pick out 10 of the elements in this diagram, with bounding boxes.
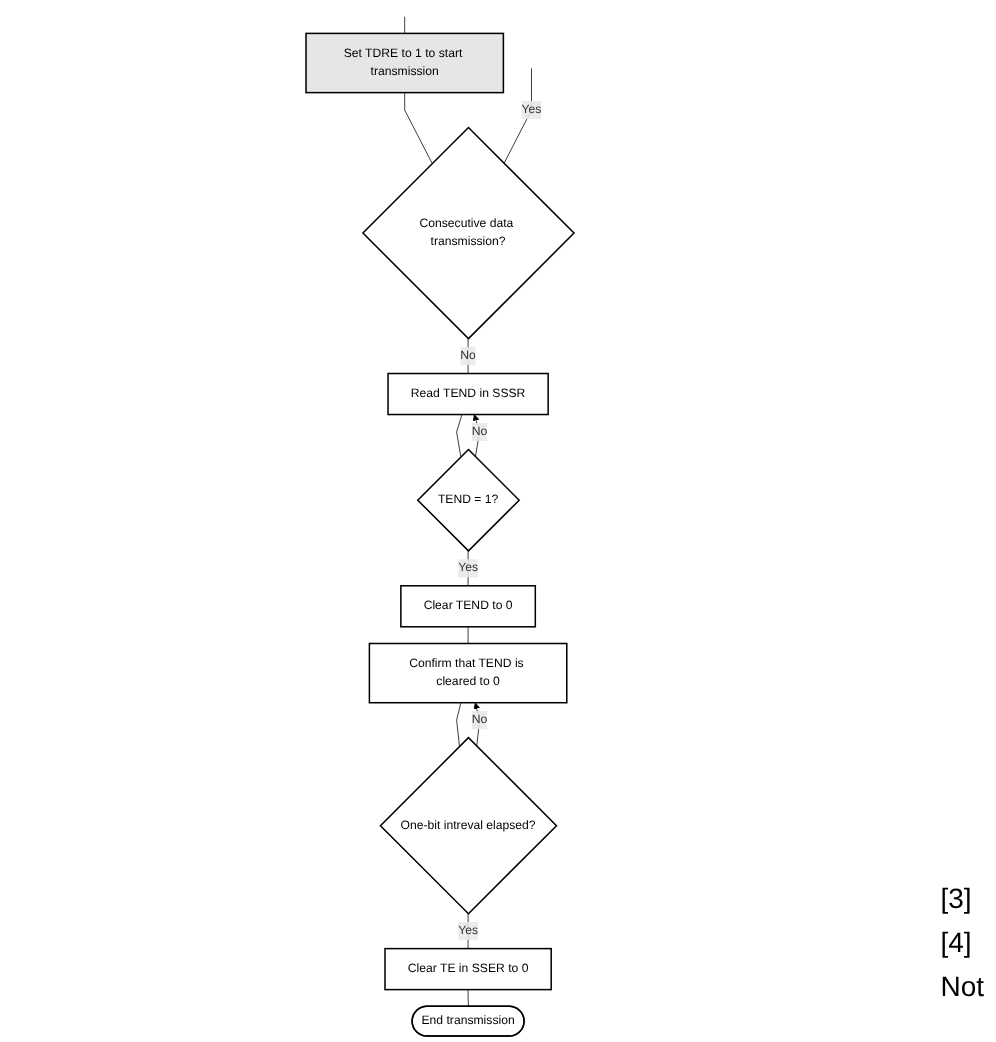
connector	[404, 92, 433, 164]
note-text: [4]	[940, 926, 974, 958]
connector	[404, 16, 406, 34]
connector	[503, 67, 532, 164]
connector	[456, 414, 463, 458]
connector	[467, 989, 469, 1008]
connector	[467, 626, 469, 644]
connector	[456, 702, 462, 747]
note-text: [3]	[940, 882, 974, 914]
note-text: Not	[940, 970, 984, 1002]
